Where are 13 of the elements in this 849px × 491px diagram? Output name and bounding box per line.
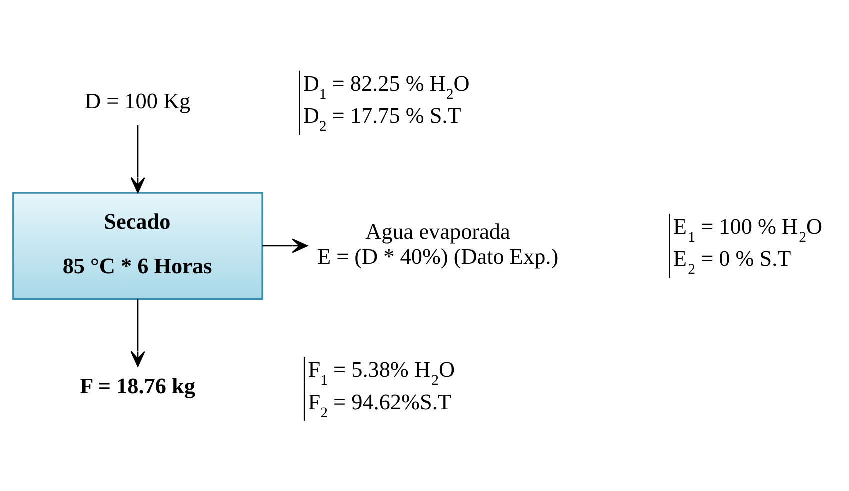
node-text: Agua evaporada E = (D * 40%) (Dato Exp.) (318, 218, 559, 268)
node-label: D$_{2}$ = 17.75 % S.T (303, 102, 462, 135)
arrow (130, 298, 146, 367)
node-box: Secado 85 °C * 6 Horas (12, 192, 264, 300)
arrow (130, 125, 146, 193)
arrow (262, 238, 308, 253)
node-label: E$_{1}$ = 100 % H$_{2}$O (673, 214, 823, 246)
node-label: F$_{1}$ = 5.38% H$_{2}$O (308, 356, 456, 389)
node-label: F$_{2}$ = 94.62%S.T (308, 388, 452, 421)
node-label: E$_{2}$ = 0 % S.T (673, 246, 792, 278)
node-label: D$_{1}$ = 82.25 % H$_{2}$O (303, 70, 470, 103)
node-text: D = 100 Kg (85, 88, 191, 113)
node-text: F = 18.76 kg (80, 372, 196, 398)
